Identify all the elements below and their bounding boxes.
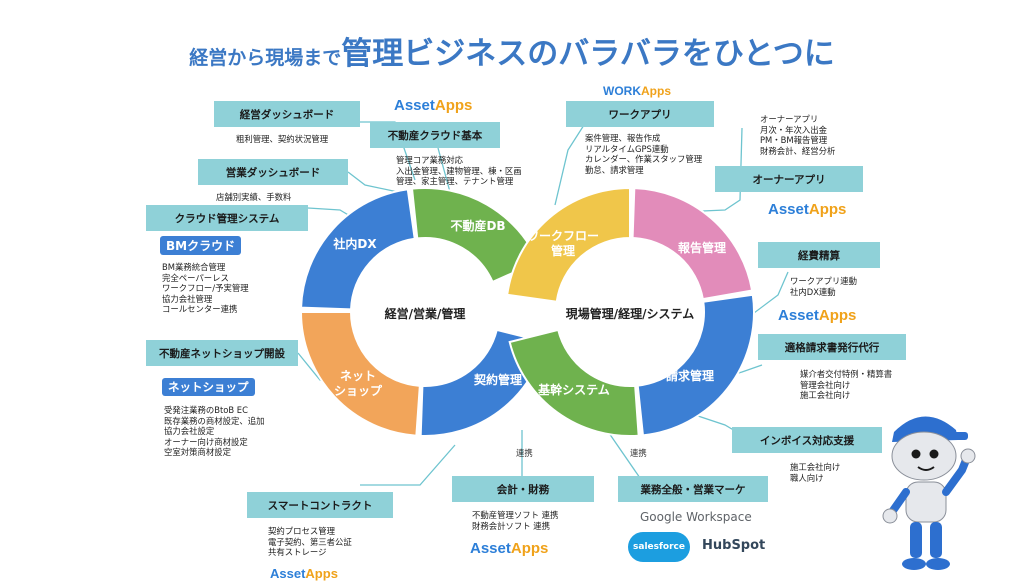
segment-core <box>508 328 640 437</box>
assetapps-logo-top: AssetApps <box>394 97 473 114</box>
box-proxy-text: 媒介者交付特例・精算書 管理会社向け 施工会社向け <box>800 369 893 401</box>
box-eigyo-dash-header: 営業ダッシュボード <box>198 159 348 185</box>
salesforce-logo: salesforce <box>628 532 690 562</box>
robot-mascot-icon <box>882 416 976 570</box>
segment-label-dx: 社内DX <box>332 236 377 251</box>
box-work-app-text: 案件管理、報告作成 リアルタイムGPS連動 カレンダー、作業スタッフ管理 勤怠、… <box>585 133 703 175</box>
box-keiei-dash-text: 粗利管理、契約状況管理 <box>236 134 329 144</box>
workapps-logo: WORKApps <box>603 84 671 98</box>
box-smart-header: スマートコントラクト <box>247 492 393 518</box>
segment-label-billing: 請求管理 <box>666 368 714 383</box>
box-account-header: 会計・財務 <box>452 476 594 502</box>
box-expense-header: 経費精算 <box>758 242 880 268</box>
segment-dx <box>300 188 416 311</box>
link-label-b: 連携 <box>630 448 647 458</box>
assetapps-logo-expense: AssetApps <box>778 307 857 324</box>
connector-eigyo-dash <box>347 171 399 193</box>
box-owner-app-header: オーナーアプリ <box>715 166 863 192</box>
box-eigyo-dash-text: 店舗別実績、手数料 <box>216 192 292 202</box>
google-workspace-logo: Google Workspace <box>640 510 752 524</box>
right-ring <box>506 186 755 437</box>
title-main: 管理ビジネスのバラバラをひとつに <box>341 36 835 72</box>
box-cloud-base-text: 管理コア業務対応 入出金管理、建物管理、棟・区画 管理、家主管理、テナント管理 <box>396 155 522 187</box>
segment-label-core: 基幹システム <box>537 382 610 397</box>
box-invoice-text: 施工会社向け 職人向け <box>790 462 841 483</box>
page-title: 経営から現場まで管理ビジネスのバラバラをひとつに <box>0 28 1024 73</box>
box-cloud-sys-text: BM業務統合管理 完全ペーパーレス ワークフロー/予実管理 協力会社管理 コール… <box>162 262 249 315</box>
left-ring-center: 経営/営業/管理 <box>385 306 466 321</box>
bm-cloud-logo: BMクラウド <box>160 236 242 255</box>
assetapps-logo-smart: AssetApps <box>270 566 338 581</box>
left-ring <box>299 187 547 437</box>
assetapps-logo-account: AssetApps <box>470 540 549 557</box>
box-net-shop-text: 受発注業務のBtoB EC 既存業務の商材設定、追加 協力会社設定 オーナー向け… <box>164 405 265 458</box>
box-work-app-header: ワークアプリ <box>566 101 714 127</box>
box-expense-text: ワークアプリ連動 社内DX連動 <box>790 276 857 297</box>
segment-billing <box>636 293 755 437</box>
box-cloud-sys-header: クラウド管理システム <box>146 205 308 231</box>
segment-label-workflow: ワークフロー管理 <box>527 229 599 258</box>
segment-label-db: 不動産DB <box>450 218 505 233</box>
hubspot-logo: HubSpot <box>702 538 766 553</box>
box-smart-text: 契約プロセス管理 電子契約、第三者公証 共有ストレージ <box>268 526 352 558</box>
segment-report <box>631 187 754 301</box>
connector-work-app <box>554 124 585 206</box>
box-keiei-dash-header: 経営ダッシュボード <box>214 101 360 127</box>
right-ring-center: 現場管理/経理/システム <box>566 306 694 321</box>
segment-label-report: 報告管理 <box>678 240 726 255</box>
box-invoice-header: インボイス対応支援 <box>732 427 882 453</box>
segment-workflow <box>506 186 631 303</box>
box-account-text: 不動産管理ソフト 連携 財務会計ソフト 連携 <box>472 510 559 531</box>
box-net-shop-header: 不動産ネットショップ開設 <box>146 340 298 366</box>
connector-smart <box>360 444 456 486</box>
segment-label-contract: 契約管理 <box>473 372 522 387</box>
assetapps-logo-owner: AssetApps <box>768 201 847 218</box>
box-market-header: 業務全般・営業マーケ <box>618 476 768 502</box>
net-shop-logo: ネットショップ <box>162 378 255 396</box>
segment-shop <box>299 311 421 437</box>
box-cloud-base-header: 不動産クラウド基本 <box>370 122 500 148</box>
box-owner-app-text: オーナーアプリ 月次・年次入出金 PM・BM報告管理 財務会計、経営分析 <box>760 114 836 156</box>
box-proxy-header: 適格請求書発行代行 <box>758 334 906 360</box>
connector-cloud-base <box>437 147 451 193</box>
title-prefix: 経営から現場まで <box>189 47 342 69</box>
segment-label-shop: ネットショップ <box>334 369 383 398</box>
link-label-a: 連携 <box>516 448 533 458</box>
